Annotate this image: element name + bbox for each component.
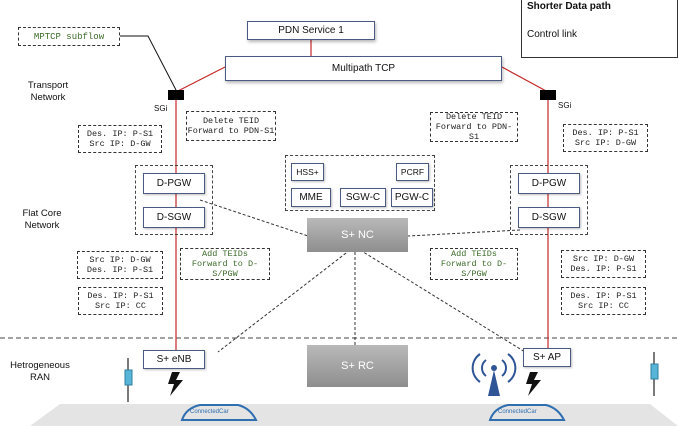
car-left-icon — [180, 404, 258, 421]
lightning-right-icon — [526, 372, 541, 396]
right-des-ip-dgw-box: Des. IP: P-S1 Src IP: D-GW — [563, 124, 648, 152]
right-src-dgw-line: Src IP: D-GW — [572, 254, 635, 264]
mptcp-right-link — [501, 66, 549, 93]
core-label-line-2: Network — [24, 220, 60, 231]
left-delete-teid-box: Delete TEID Forward to PDN-S1 — [186, 111, 276, 141]
pgw-c-node: PGW-C — [391, 188, 433, 207]
right-delete-teid-box: Delete TEID Forward to PDN-S1 — [430, 112, 518, 142]
mptcp-subflow-pointer — [120, 35, 177, 91]
left-add-teids-box: Add TEIDs Forward to D-S/PGW — [180, 248, 270, 280]
control-nc-enb — [217, 249, 351, 353]
left-delete-teid-line: Delete TEID — [202, 116, 260, 126]
ran-label-line-1: Hetrogeneous — [10, 360, 70, 371]
legend-data-path-label: Shorter Data path — [527, 1, 611, 12]
left-des-ip-line: Des. IP: P-S1 — [86, 129, 154, 139]
multipath-tcp-box: Multipath TCP — [225, 56, 502, 81]
sgi-node-right — [540, 90, 556, 100]
ran-label: Hetrogeneous RAN — [4, 360, 76, 384]
mptcp-subflow-label: MPTCP subflow — [18, 27, 120, 46]
legend-box — [521, 0, 678, 58]
left-forward-dspgw-line: Forward to D-S/PGW — [191, 259, 259, 279]
sgi-node-left — [168, 90, 184, 100]
right-forward-dspgw-line: Forward to D-S/PGW — [440, 259, 508, 279]
roadside-unit-right-icon — [650, 352, 659, 396]
left-des-ip-dgw-box: Des. IP: P-S1 Src IP: D-GW — [78, 125, 162, 153]
ran-label-line-2: RAN — [29, 372, 51, 383]
sgi-label-left: SGi — [154, 104, 168, 113]
car-right-icon — [488, 404, 566, 421]
flat-core-network-label: Flat Core Network — [12, 208, 72, 232]
antenna-icon — [471, 353, 517, 396]
right-add-teids-box: Add TEIDs Forward to D-S/PGW — [430, 248, 518, 280]
legend-control-link-label: Control link — [527, 29, 578, 40]
left-src-ip-box: Src IP: D-GW Des. IP: P-S1 — [77, 251, 163, 279]
left-cc-src-line: Src IP: CC — [94, 301, 146, 311]
transport-label-line-1: Transport — [27, 80, 69, 91]
enb-node: S+ eNB — [143, 350, 205, 369]
left-add-teids-line: Add TEIDs — [202, 249, 248, 259]
mptcp-left-link — [175, 66, 226, 93]
left-cc-des-line: Des. IP: P-S1 — [87, 291, 154, 301]
right-gateway-group — [510, 165, 588, 235]
nc-node: S+ NC — [307, 218, 408, 252]
right-src-ip-line: Src IP: D-GW — [574, 138, 637, 148]
right-cc-src-line: Src IP: CC — [577, 301, 629, 311]
car-logo-right: ConnectedCar — [498, 409, 537, 415]
rc-node: S+ RC — [307, 345, 408, 387]
roadside-unit-left-icon — [124, 358, 133, 402]
right-add-teids-line: Add TEIDs — [451, 249, 497, 259]
left-dsgw-node: D-SGW — [143, 207, 205, 228]
left-src-ip-line: Src IP: D-GW — [89, 139, 151, 149]
ground-plane — [30, 404, 678, 426]
right-src-ip-box: Src IP: D-GW Des. IP: P-S1 — [561, 250, 646, 278]
transport-label-line-2: Network — [30, 92, 66, 103]
core-label-line-1: Flat Core — [22, 208, 62, 219]
ap-node: S+ AP — [523, 348, 571, 367]
right-forward-pdn-line: Forward to PDN-S1 — [435, 122, 513, 142]
left-gateway-group — [135, 165, 213, 235]
sgi-label-right: SGi — [558, 101, 572, 110]
left-forward-pdn-line: Forward to PDN-S1 — [187, 126, 275, 136]
control-nc-ap — [359, 249, 526, 353]
lightning-left-icon — [168, 372, 183, 396]
car-logo-left: ConnectedCar — [190, 409, 229, 415]
core-functions-group — [285, 155, 435, 211]
hss-node: HSS+ — [291, 163, 324, 181]
control-left-sgw-nc — [199, 199, 309, 237]
left-des-ps1-line: Des. IP: P-S1 — [86, 265, 154, 275]
transport-network-label: Transport Network — [18, 80, 78, 104]
left-dpgw-node: D-PGW — [143, 173, 205, 194]
right-cc-des-line: Des. IP: P-S1 — [570, 291, 637, 301]
pcrf-node: PCRF — [396, 163, 429, 181]
right-delete-teid-line: Delete TEID — [445, 112, 503, 122]
right-dsgw-node: D-SGW — [518, 207, 580, 228]
right-des-ip-line: Des. IP: P-S1 — [572, 128, 639, 138]
control-right-sgw-nc — [407, 229, 521, 237]
right-dpgw-node: D-PGW — [518, 173, 580, 194]
pdn-service-box: PDN Service 1 — [247, 21, 375, 40]
right-des-ps1-line: Des. IP: P-S1 — [570, 264, 637, 274]
sgw-c-node: SGW-C — [340, 188, 386, 207]
right-des-ip-cc-box: Des. IP: P-S1 Src IP: CC — [561, 287, 646, 315]
left-src-dgw-line: Src IP: D-GW — [89, 255, 151, 265]
mme-node: MME — [291, 188, 331, 207]
left-des-ip-cc-box: Des. IP: P-S1 Src IP: CC — [78, 287, 163, 315]
